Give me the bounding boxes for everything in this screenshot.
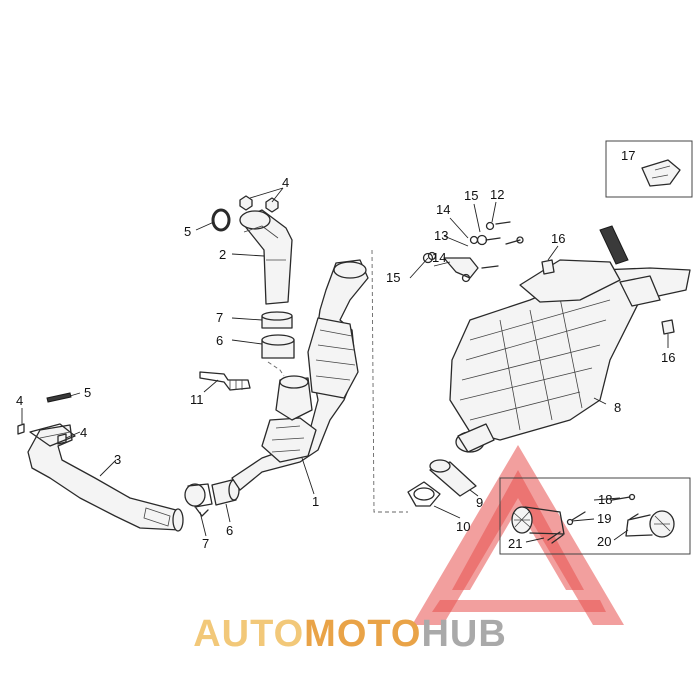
callout-4-upper: 4 bbox=[282, 175, 289, 190]
callout-9: 9 bbox=[476, 495, 483, 510]
watermark-moto: MOTO bbox=[304, 613, 422, 655]
callout-6-lower: 6 bbox=[226, 523, 233, 538]
part-7-6-clamp-sleeve-upper bbox=[261, 311, 295, 359]
part-17-box bbox=[605, 140, 693, 198]
callout-16-right: 16 bbox=[661, 350, 675, 365]
part-1-collector-pipe bbox=[231, 259, 369, 491]
part-2-upper-pipe bbox=[239, 209, 293, 305]
callout-numbers: 17 4 5 2 7 6 11 5 4 4 3 7 6 1 14 15 12 1… bbox=[16, 148, 675, 551]
part-16-bushings bbox=[541, 259, 675, 335]
watermark-hub: HUB bbox=[421, 613, 507, 655]
callout-1: 1 bbox=[312, 494, 319, 509]
callout-6-upper: 6 bbox=[216, 333, 223, 348]
callout-15-upper: 15 bbox=[464, 188, 478, 203]
part-9-10-sleeve-clamp bbox=[407, 459, 477, 507]
callout-14-lower: 14 bbox=[432, 250, 446, 265]
callout-2: 2 bbox=[219, 247, 226, 262]
part-11-lambda-sensor bbox=[199, 371, 251, 391]
callout-5-left: 5 bbox=[84, 385, 91, 400]
callout-7-upper: 7 bbox=[216, 310, 223, 325]
callout-11: 11 bbox=[190, 392, 204, 407]
part-12-15-fasteners bbox=[422, 221, 524, 283]
callout-4-left-top: 4 bbox=[16, 393, 23, 408]
assembly-line-sensor bbox=[267, 361, 285, 377]
watermark-logo bbox=[412, 445, 624, 625]
callout-12: 12 bbox=[490, 187, 504, 202]
callout-15-lower: 15 bbox=[386, 270, 400, 285]
callout-3: 3 bbox=[114, 452, 121, 467]
assembly-line-right bbox=[371, 249, 408, 513]
watermark-text: AUTOMOTOHUB bbox=[0, 612, 700, 656]
part-8-muffler bbox=[449, 225, 691, 453]
part-5-seal-left bbox=[46, 392, 72, 403]
callout-16-upper: 16 bbox=[551, 231, 565, 246]
part-18-21-box bbox=[499, 477, 691, 555]
leader-lines bbox=[21, 187, 669, 543]
callout-20: 20 bbox=[597, 534, 611, 549]
part-5-o-ring bbox=[211, 208, 231, 232]
callout-18: 18 bbox=[598, 492, 612, 507]
callout-13: 13 bbox=[434, 228, 448, 243]
callout-21: 21 bbox=[508, 536, 522, 551]
callout-4-left-mid: 4 bbox=[80, 425, 87, 440]
watermark-auto: AUTO bbox=[193, 613, 305, 655]
callout-17: 17 bbox=[621, 148, 635, 163]
part-7-6-clamp-sleeve-lower bbox=[184, 479, 240, 517]
callout-8: 8 bbox=[614, 400, 621, 415]
callout-14-upper: 14 bbox=[436, 202, 450, 217]
callout-7-lower: 7 bbox=[202, 536, 209, 551]
callout-10: 10 bbox=[456, 519, 470, 534]
callout-19: 19 bbox=[597, 511, 611, 526]
part-4-nuts-upper bbox=[239, 195, 279, 213]
part-4-studs-left bbox=[17, 423, 67, 445]
callout-5-upper: 5 bbox=[184, 224, 191, 239]
part-3-front-pipe bbox=[27, 423, 184, 532]
